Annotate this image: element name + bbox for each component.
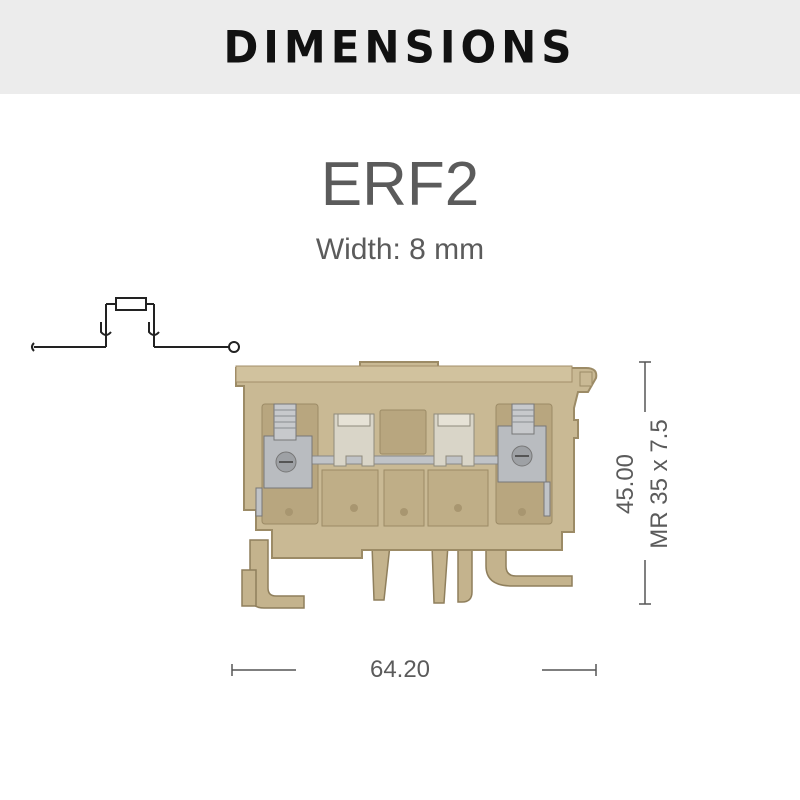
terminal-block-image — [235, 361, 598, 609]
rail-dimension-label: MR 35 x 7.5 — [646, 419, 673, 549]
fuse-clips — [333, 413, 475, 467]
height-dimension-label: 45.00 — [612, 453, 639, 515]
model-name: ERF2 — [320, 150, 480, 219]
width-label: Width: 8 mm — [315, 233, 485, 266]
right-screw-clamp — [497, 403, 551, 517]
fuse-symbol-icon — [31, 297, 240, 353]
page-title: DIMENSIONS — [223, 21, 577, 73]
left-screw-clamp — [255, 403, 313, 517]
length-dimension-lines — [231, 664, 597, 676]
header-bar: DIMENSIONS — [0, 0, 800, 94]
length-dimension-label: 64.20 — [369, 656, 431, 683]
height-dimension-lines — [639, 361, 651, 605]
